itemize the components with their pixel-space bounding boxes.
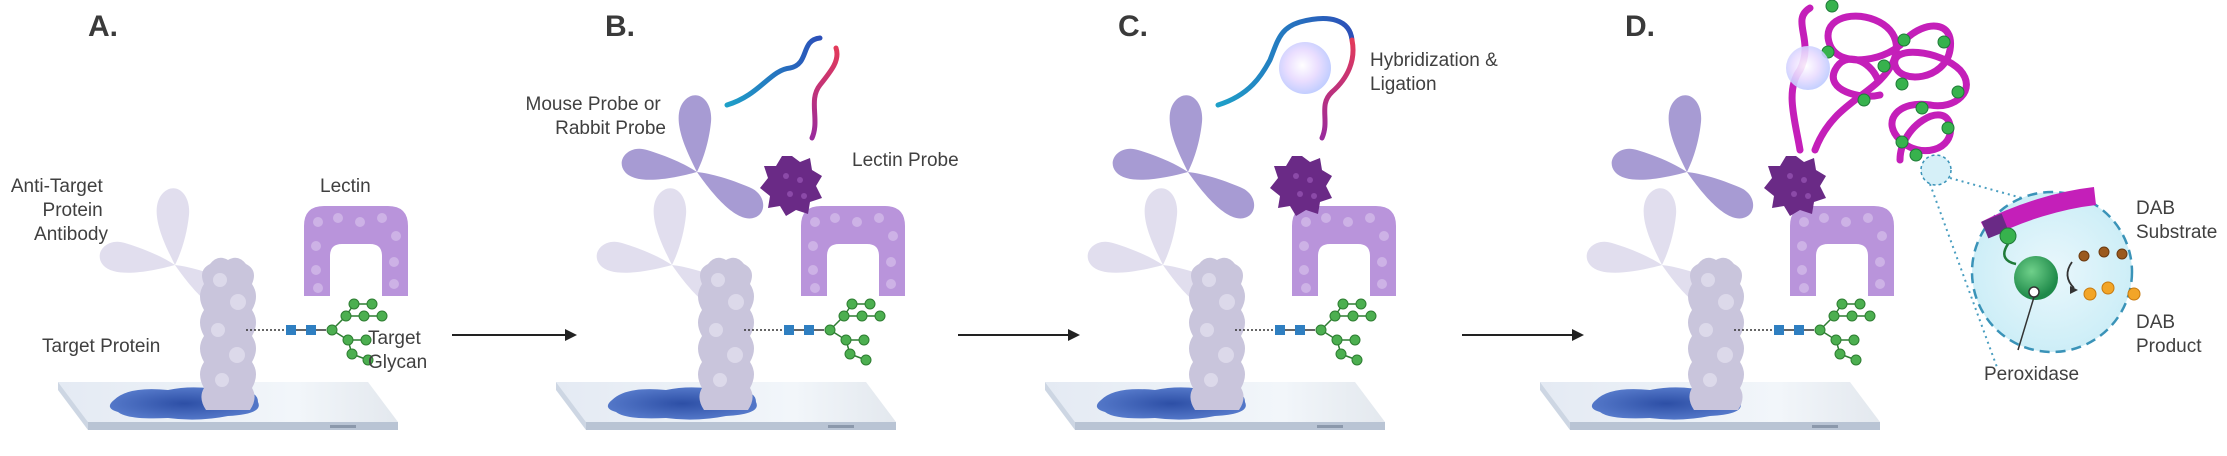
- panel-c-letter: C.: [1118, 10, 1148, 43]
- target-glycan: [1733, 298, 1876, 366]
- panel-b-letter: B.: [605, 10, 635, 43]
- arrow-b-to-c: [958, 329, 1080, 341]
- dab-product-label: DAB Product: [2136, 312, 2202, 357]
- panel-d: D.: [1540, 0, 2217, 430]
- panel-c: C. Hybridization & Ligation: [1045, 10, 1503, 430]
- peroxidase-pointer-line: [2017, 296, 2035, 351]
- peroxidase-pointer-dot: [2028, 286, 2040, 298]
- hybridized-oligo-blue: [1215, 16, 1355, 108]
- panel-b: B. Mouse Probe or Rabbit Probe Lectin Pr…: [526, 10, 959, 430]
- lectin: [1790, 206, 1894, 296]
- target-glycan: [1234, 298, 1377, 366]
- target-glycan: [245, 298, 388, 366]
- mouse-rabbit-probe: [1611, 95, 1760, 227]
- hybridization-label: Hybridization & Ligation: [1370, 50, 1503, 95]
- reaction-arrowhead: [2070, 286, 2078, 294]
- panel-a: A. Anti-Target Protein Antibody Lectin T…: [11, 10, 427, 430]
- peroxidase-label: Peroxidase: [1984, 364, 2079, 385]
- lectin-probe: [760, 156, 822, 216]
- target-glycan: [743, 298, 886, 366]
- lectin: [304, 206, 408, 296]
- ligation-circle: [1786, 46, 1830, 90]
- zoom-source: [1920, 154, 1952, 186]
- peroxidase-enzyme: [2014, 256, 2058, 300]
- reaction-arrow: [2066, 261, 2075, 289]
- panel-a-letter: A.: [88, 10, 118, 43]
- target-protein: [200, 257, 256, 410]
- antibody-label: Anti-Target Protein Antibody: [11, 176, 109, 245]
- target-protein: [698, 257, 754, 410]
- zoom-strand-end: [1981, 213, 2009, 239]
- dab-product-dots: [2083, 281, 2141, 301]
- lectin-probe-label: Lectin Probe: [852, 150, 959, 171]
- target-protein-label: Target Protein: [42, 336, 160, 357]
- target-protein: [1189, 257, 1245, 410]
- lectin: [801, 206, 905, 296]
- probe-oligo-red: [809, 45, 840, 141]
- target-glycan-label: Target Glycan: [368, 328, 427, 373]
- probe-label: Mouse Probe or Rabbit Probe: [526, 94, 666, 139]
- ligation-circle: [1279, 42, 1331, 94]
- panel-d-letter: D.: [1625, 10, 1655, 43]
- probe-oligo-blue: [724, 35, 823, 108]
- dab-substrate-dots: [2078, 246, 2128, 262]
- lectin: [1292, 206, 1396, 296]
- zoom-linker: [2003, 243, 2017, 266]
- mouse-rabbit-probe: [1112, 95, 1261, 227]
- arrow-c-to-d: [1462, 329, 1584, 341]
- zoom-green-dot: [1999, 227, 2017, 245]
- arrow-a-to-b: [452, 329, 577, 341]
- lectin-label: Lectin: [320, 176, 371, 197]
- hybridized-oligo-red: [1319, 37, 1356, 141]
- dab-substrate-label: DAB Substrate: [2136, 198, 2217, 243]
- target-protein: [1688, 257, 1744, 410]
